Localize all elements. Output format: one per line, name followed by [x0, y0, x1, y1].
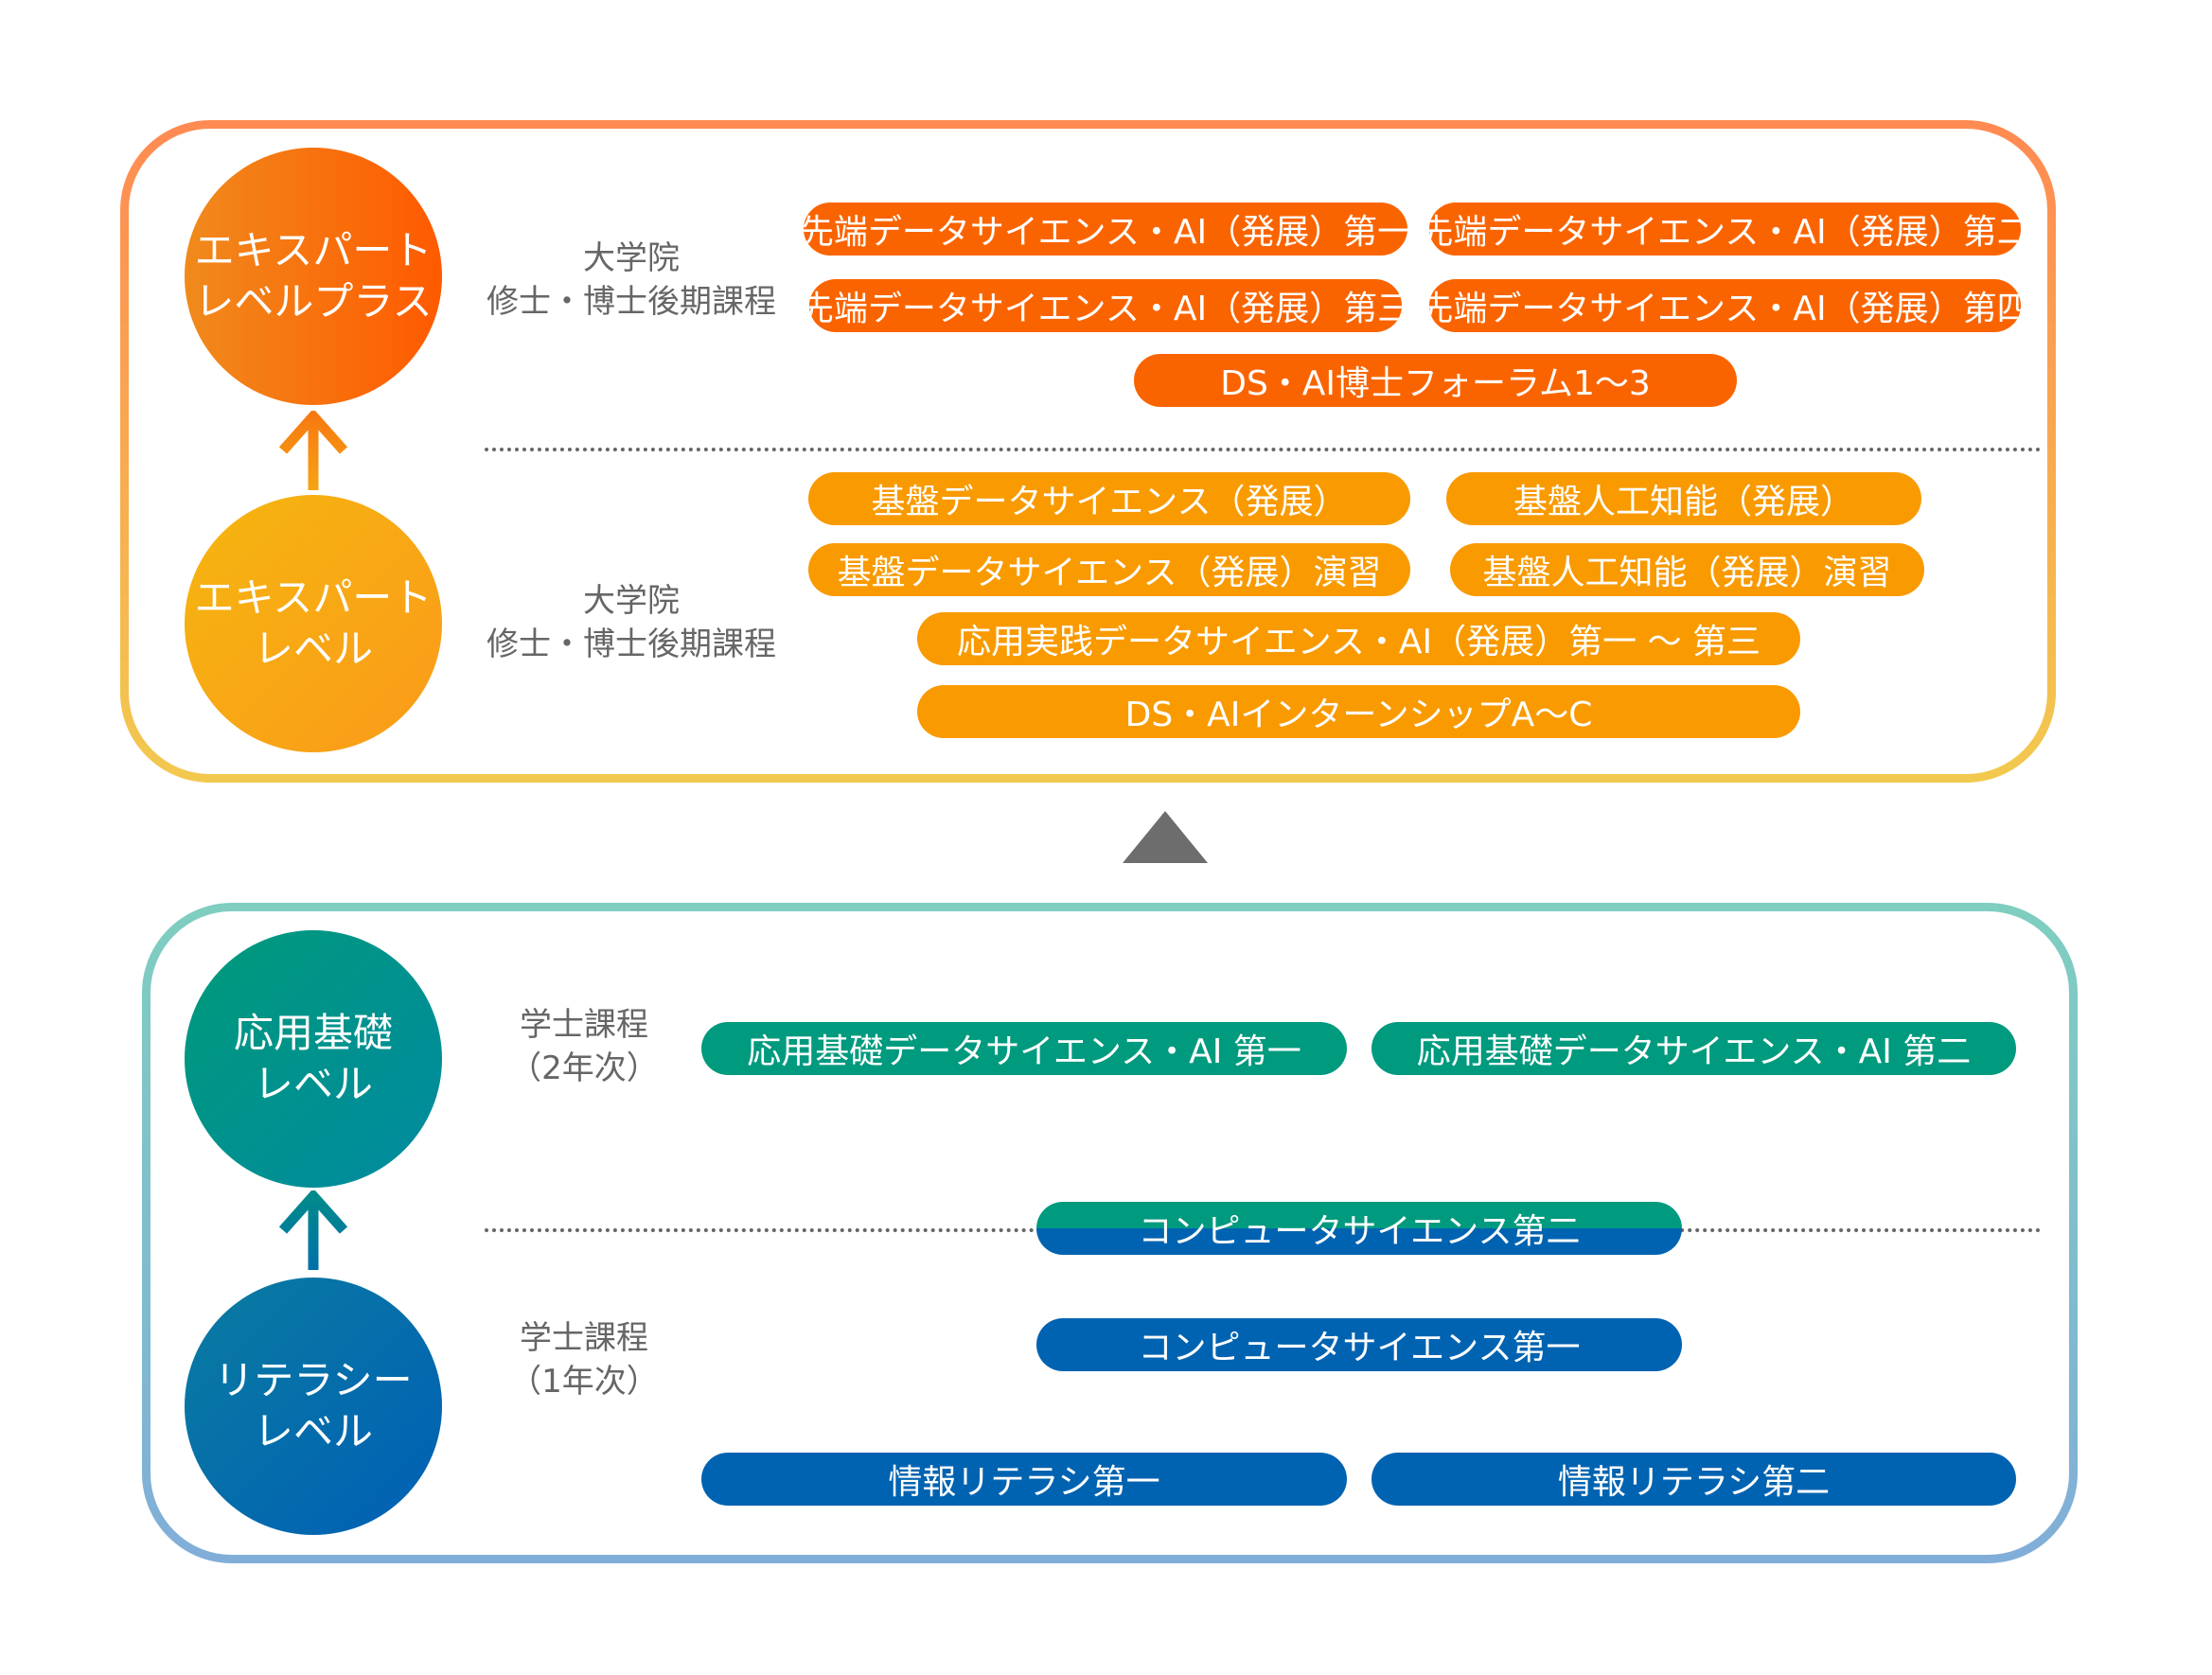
- level-divider: [485, 448, 2042, 451]
- course-pill: 応用実践データサイエンス・AI（発展）第一 〜 第三: [917, 612, 1800, 665]
- program-label: 大学院 修士・博士後期課程: [487, 579, 776, 666]
- course-pill: 基盤人工知能（発展）演習: [1450, 543, 1924, 596]
- course-pill: DS・AI博士フォーラム1〜3: [1134, 354, 1737, 407]
- program-line: 学士課程: [519, 1319, 648, 1357]
- program-line: （2年次）: [509, 1049, 659, 1087]
- level-name: レベル: [253, 1408, 373, 1455]
- course-pill: 基盤データサイエンス（発展）演習: [808, 543, 1410, 596]
- course-pill: 基盤データサイエンス（発展）: [808, 472, 1410, 525]
- level-name: レベルプラス: [194, 278, 433, 325]
- course-pill: 先端データサイエンス・AI（発展）第三: [809, 279, 1402, 332]
- level-name: 応用基礎: [233, 1010, 393, 1056]
- course-pill: コンピュータサイエンス第一: [1036, 1318, 1682, 1371]
- expert-level-circle: エキスパート レベル: [185, 495, 442, 752]
- applied-basic-level-circle: 応用基礎 レベル: [185, 930, 442, 1188]
- course-pill: 応用基礎データサイエンス・AI 第一: [701, 1022, 1347, 1075]
- course-pill: 情報リテラシ第二: [1371, 1453, 2016, 1506]
- course-pill: DS・AIインターンシップA〜C: [917, 685, 1800, 738]
- level-name: レベル: [253, 626, 373, 672]
- program-label: 学士課程 （2年次）: [509, 1003, 659, 1090]
- program-label: 大学院 修士・博士後期課程: [487, 237, 776, 324]
- program-line: 修士・博士後期課程: [487, 626, 776, 663]
- program-line: 学士課程: [519, 1006, 648, 1044]
- level-name: リテラシー: [214, 1357, 413, 1403]
- course-pill: 先端データサイエンス・AI（発展）第一: [804, 203, 1407, 256]
- program-line: 大学院: [583, 239, 680, 277]
- arrow-up-icon: [278, 1190, 348, 1270]
- course-pill: 応用基礎データサイエンス・AI 第二: [1371, 1022, 2016, 1075]
- course-pill-shared: コンピュータサイエンス第二: [1036, 1202, 1682, 1255]
- course-pill: 基盤人工知能（発展）: [1446, 472, 1921, 525]
- level-name: エキスパート: [194, 227, 433, 273]
- program-line: 修士・博士後期課程: [487, 283, 776, 321]
- course-pill: 先端データサイエンス・AI（発展）第四: [1429, 279, 2021, 332]
- literacy-level-circle: リテラシー レベル: [185, 1278, 442, 1535]
- program-label: 学士課程 （1年次）: [509, 1316, 659, 1403]
- course-pill: 先端データサイエンス・AI（発展）第二: [1429, 203, 2021, 256]
- level-name: エキスパート: [194, 574, 433, 621]
- course-pill: 情報リテラシ第一: [701, 1453, 1347, 1506]
- program-line: （1年次）: [509, 1363, 659, 1401]
- program-line: 大学院: [583, 582, 680, 620]
- expert-plus-level-circle: エキスパート レベルプラス: [185, 148, 442, 405]
- arrow-up-icon: [278, 411, 348, 490]
- triangle-up-icon: [1123, 811, 1208, 863]
- level-name: レベル: [253, 1061, 373, 1107]
